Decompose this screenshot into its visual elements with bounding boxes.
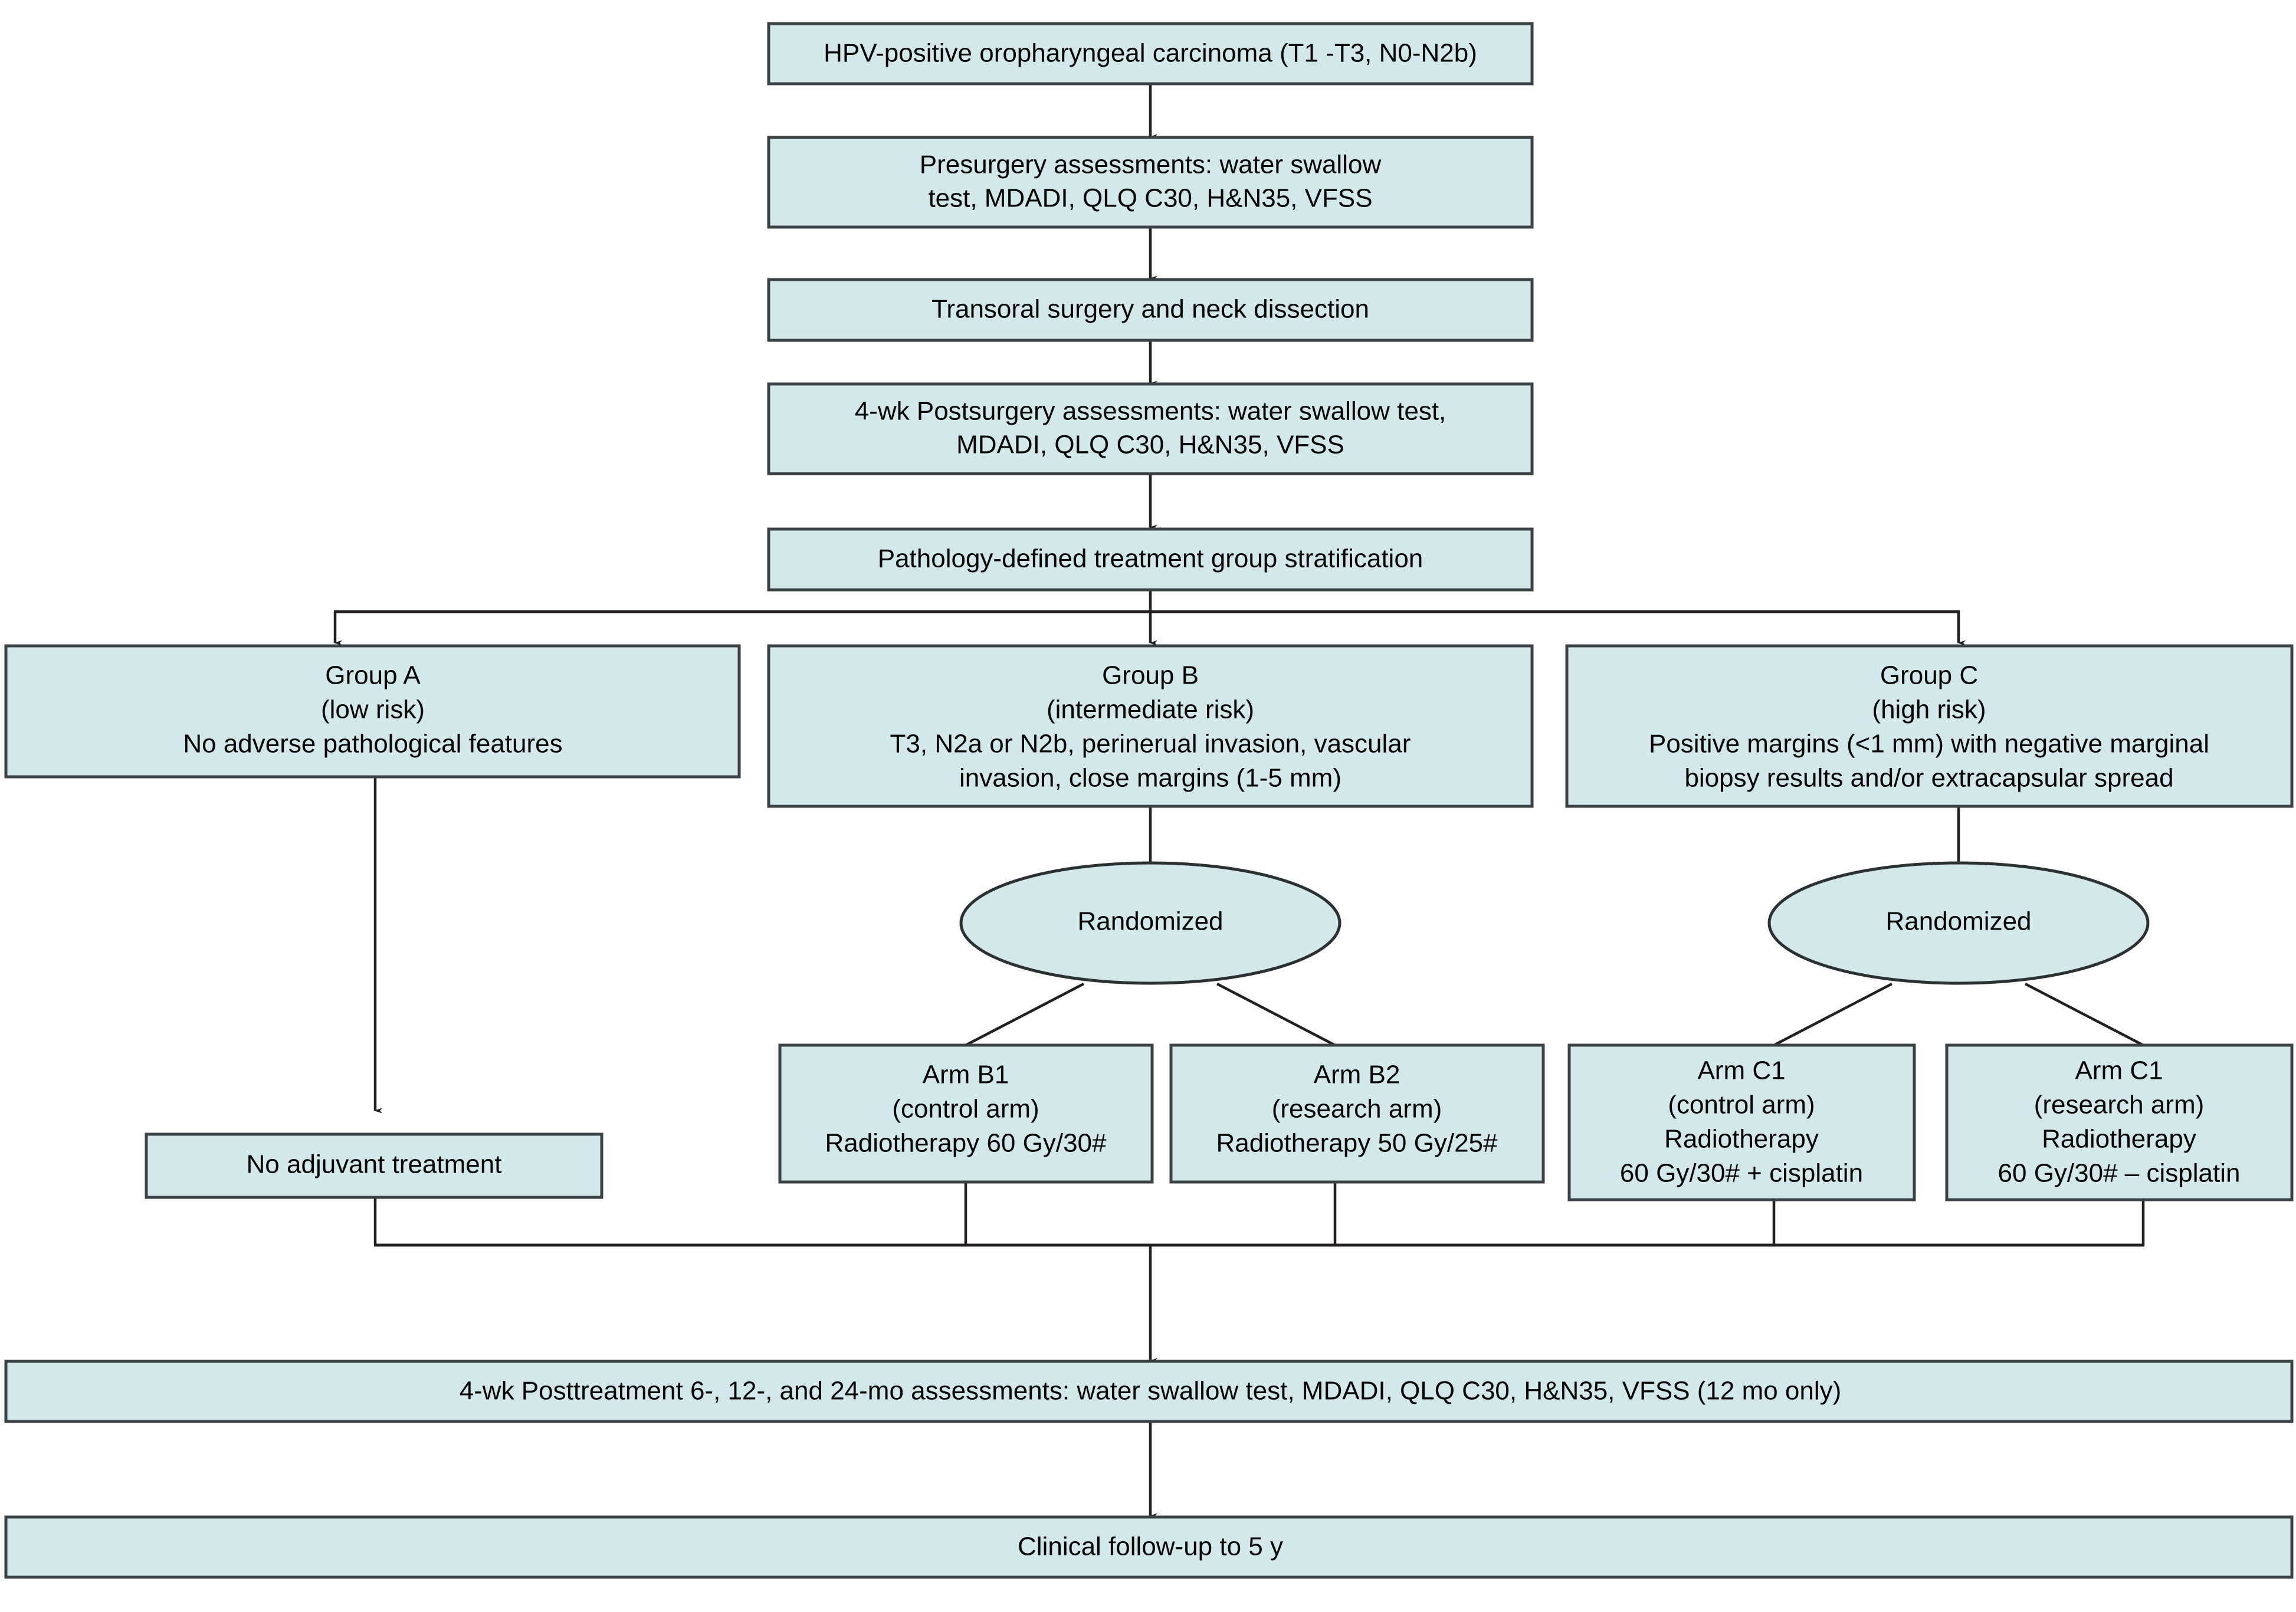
connector-randomized-c-to-arm-c1 xyxy=(1773,983,1893,1046)
presurgery-assessments-box xyxy=(767,136,1534,229)
arm-b2-label-line2: (research arm) xyxy=(1272,1095,1442,1124)
posttreatment-assessments-label: 4-wk Posttreatment 6-, 12-, and 24-mo as… xyxy=(460,1377,1842,1406)
node-eligibility: HPV-positive oropharyngeal carcinoma (T1… xyxy=(767,22,1534,86)
group-c-label-line1: Group C xyxy=(1880,661,1978,690)
group-c-label-line4: biopsy results and/or extracapsular spre… xyxy=(1684,764,2173,793)
presurgery-assessments-label-line2: test, MDADI, QLQ C30, H&N35, VFSS xyxy=(928,184,1372,213)
node-randomized-c: Randomized xyxy=(1767,861,2150,985)
group-a-box xyxy=(4,644,741,779)
node-arm-b2: Arm B2 (research arm) Radiotherapy 50 Gy… xyxy=(1169,1043,1545,1184)
node-surgery: Transoral surgery and neck dissection xyxy=(767,278,1534,342)
group-b-box xyxy=(767,644,1534,808)
arm-c2-label-line2: (research arm) xyxy=(2034,1091,2205,1119)
surgery-box xyxy=(767,278,1534,342)
posttreatment-assessments-box xyxy=(4,1360,2294,1423)
eligibility-box xyxy=(767,22,1534,86)
arm-b1-label-line2: (control arm) xyxy=(892,1095,1039,1124)
surgery-label: Transoral surgery and neck dissection xyxy=(931,295,1369,324)
group-b-label-line2: (intermediate risk) xyxy=(1047,695,1254,724)
node-arm-c1: Arm C1 (control arm) Radiotherapy 60 Gy/… xyxy=(1567,1043,1916,1201)
postsurgery-assessments-label-line2: MDADI, QLQ C30, H&N35, VFSS xyxy=(956,431,1344,459)
connectors xyxy=(333,84,2145,1519)
node-arm-c2: Arm C1 (research arm) Radiotherapy 60 Gy… xyxy=(1945,1043,2294,1201)
arm-b2-box xyxy=(1169,1043,1545,1184)
no-adjuvant-box xyxy=(145,1132,603,1199)
no-adjuvant-label: No adjuvant treatment xyxy=(247,1150,502,1179)
group-c-box xyxy=(1565,644,2294,808)
randomized-c-ellipse xyxy=(1767,861,2150,985)
connector-randomized-b-to-arm-b1 xyxy=(965,983,1085,1046)
node-group-a: Group A (low risk) No adverse pathologic… xyxy=(4,644,741,779)
connector-randomized-c-to-arm-c2 xyxy=(2024,983,2144,1046)
arm-c2-label-line3: Radiotherapy xyxy=(2042,1125,2196,1154)
arm-b1-label-line3: Radiotherapy 60 Gy/30# xyxy=(825,1129,1107,1158)
arm-b2-label-line1: Arm B2 xyxy=(1314,1061,1400,1089)
arm-c2-box xyxy=(1945,1043,2294,1201)
group-b-label-line1: Group B xyxy=(1102,661,1199,690)
node-presurgery-assessments: Presurgery assessments: water swallow te… xyxy=(767,136,1534,229)
group-c-label-line2: (high risk) xyxy=(1872,695,1986,724)
presurgery-assessments-label-line1: Presurgery assessments: water swallow xyxy=(920,150,1382,179)
followup-box xyxy=(4,1515,2294,1579)
arm-b2-label-line3: Radiotherapy 50 Gy/25# xyxy=(1216,1129,1498,1158)
arm-b1-label-line1: Arm B1 xyxy=(923,1061,1009,1089)
stratification-label: Pathology-defined treatment group strati… xyxy=(878,544,1423,573)
stratification-box xyxy=(767,527,1534,592)
postsurgery-assessments-box xyxy=(767,382,1534,475)
node-followup: Clinical follow-up to 5 y xyxy=(4,1515,2294,1579)
node-postsurgery-assessments: 4-wk Postsurgery assessments: water swal… xyxy=(767,382,1534,475)
randomized-b-ellipse xyxy=(959,861,1341,985)
node-group-c: Group C (high risk) Positive margins (<1… xyxy=(1565,644,2294,808)
postsurgery-assessments-label-line1: 4-wk Postsurgery assessments: water swal… xyxy=(855,397,1447,426)
arm-b1-box xyxy=(778,1043,1154,1184)
node-posttreatment-assessments: 4-wk Posttreatment 6-, 12-, and 24-mo as… xyxy=(4,1360,2294,1423)
arm-c1-label-line4: 60 Gy/30# + cisplatin xyxy=(1620,1159,1863,1188)
arm-c1-label-line2: (control arm) xyxy=(1668,1091,1815,1119)
eligibility-label: HPV-positive oropharyngeal carcinoma (T1… xyxy=(824,39,1477,68)
group-a-label-line1: Group A xyxy=(325,661,421,690)
node-randomized-b: Randomized xyxy=(959,861,1341,985)
group-c-label-line3: Positive margins (<1 mm) with negative m… xyxy=(1649,730,2209,759)
arm-c1-box xyxy=(1567,1043,1916,1201)
followup-label: Clinical follow-up to 5 y xyxy=(1018,1532,1283,1561)
group-b-label-line4: invasion, close margins (1-5 mm) xyxy=(959,764,1341,793)
node-arm-b1: Arm B1 (control arm) Radiotherapy 60 Gy/… xyxy=(778,1043,1154,1184)
node-no-adjuvant: No adjuvant treatment xyxy=(145,1132,603,1199)
randomized-b-label: Randomized xyxy=(1077,907,1223,936)
group-a-label-line2: (low risk) xyxy=(321,695,425,724)
group-a-label-line3: No adverse pathological features xyxy=(183,730,562,759)
node-stratification: Pathology-defined treatment group strati… xyxy=(767,527,1534,592)
group-b-label-line3: T3, N2a or N2b, perinerual invasion, vas… xyxy=(890,730,1411,759)
node-group-b: Group B (intermediate risk) T3, N2a or N… xyxy=(767,644,1534,808)
connector-randomized-b-to-arm-b2 xyxy=(1216,983,1336,1046)
arm-c1-label-line1: Arm C1 xyxy=(1697,1056,1785,1085)
randomized-c-label: Randomized xyxy=(1885,907,2031,936)
arm-c1-label-line3: Radiotherapy xyxy=(1664,1125,1819,1154)
arm-c2-label-line1: Arm C1 xyxy=(2075,1056,2163,1085)
arm-c2-label-line4: 60 Gy/30# – cisplatin xyxy=(1998,1159,2241,1188)
